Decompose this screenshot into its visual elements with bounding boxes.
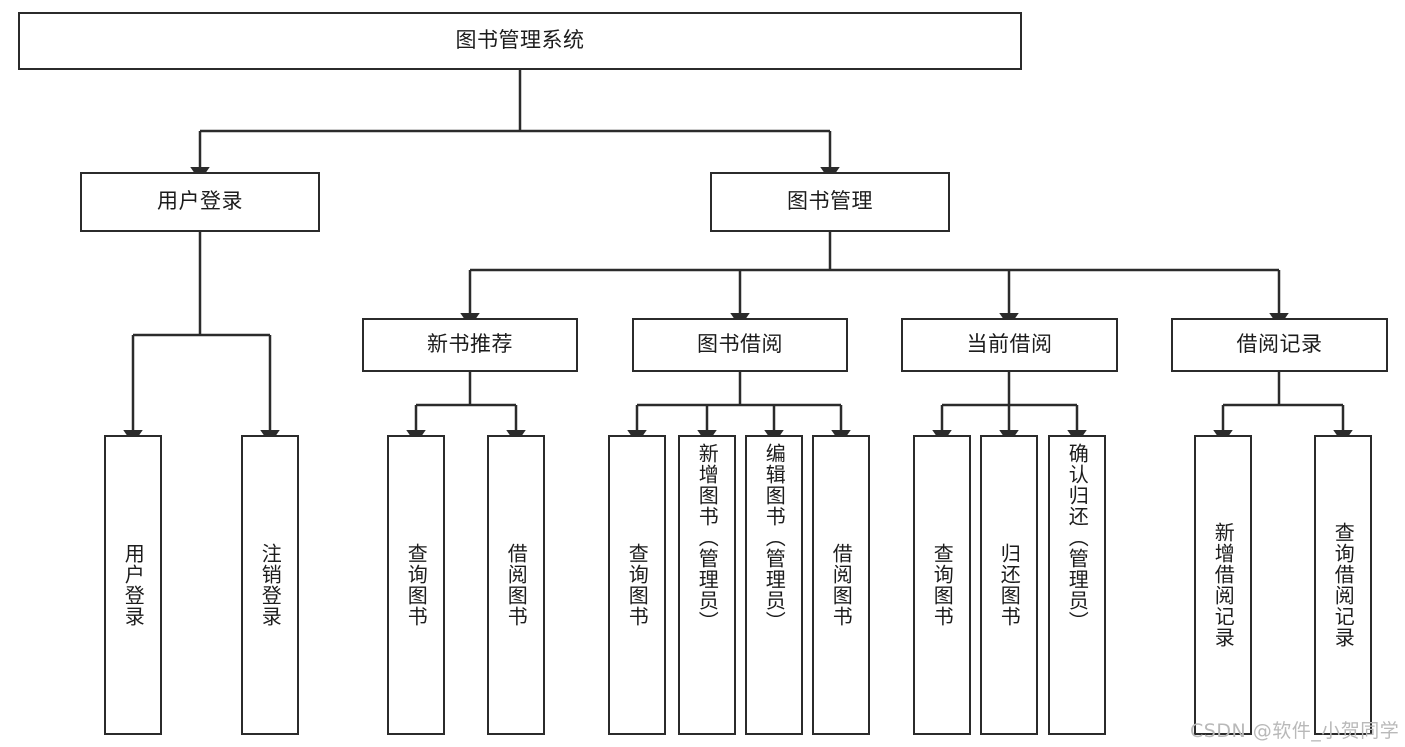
node-leaf-user-login-label: 用户登录 [121,543,146,627]
node-leaf-confirm-return-admin-label: 确认归还（管理员） [1065,443,1090,632]
node-leaf-add-borrow-record[interactable]: 新增借阅记录 [1194,435,1252,735]
node-leaf-query-book-cur[interactable]: 查询图书 [913,435,971,735]
node-leaf-add-borrow-record-label: 新增借阅记录 [1211,522,1236,648]
node-leaf-edit-book-admin[interactable]: 编辑图书（管理员） [745,435,803,735]
node-leaf-borrow-book-rec[interactable]: 借阅图书 [487,435,545,735]
node-leaf-query-borrow-record[interactable]: 查询借阅记录 [1314,435,1372,735]
connector-lines [123,70,1353,444]
node-leaf-return-book-label: 归还图书 [997,543,1022,627]
node-leaf-user-login[interactable]: 用户登录 [104,435,162,735]
node-leaf-confirm-return-admin[interactable]: 确认归还（管理员） [1048,435,1106,735]
node-book-management-label: 图书管理 [787,189,873,214]
node-leaf-query-book-rec[interactable]: 查询图书 [387,435,445,735]
node-leaf-query-book-cur-label: 查询图书 [930,543,955,627]
node-borrow-record[interactable]: 借阅记录 [1171,318,1388,372]
node-new-book-recommend[interactable]: 新书推荐 [362,318,578,372]
node-system-title[interactable]: 图书管理系统 [18,12,1022,70]
node-leaf-query-book-rec-label: 查询图书 [404,543,429,627]
node-leaf-query-borrow-record-label: 查询借阅记录 [1331,522,1356,648]
node-leaf-return-book[interactable]: 归还图书 [980,435,1038,735]
node-leaf-query-book-label: 查询图书 [625,543,650,627]
node-book-borrow-label: 图书借阅 [697,332,783,357]
node-leaf-user-logout[interactable]: 注销登录 [241,435,299,735]
node-leaf-query-book[interactable]: 查询图书 [608,435,666,735]
node-book-management[interactable]: 图书管理 [710,172,950,232]
node-new-book-recommend-label: 新书推荐 [427,332,513,357]
node-leaf-add-book-admin[interactable]: 新增图书（管理员） [678,435,736,735]
node-current-borrow[interactable]: 当前借阅 [901,318,1118,372]
node-current-borrow-label: 当前借阅 [966,332,1053,357]
node-book-borrow[interactable]: 图书借阅 [632,318,848,372]
node-user-login-label: 用户登录 [157,189,243,214]
node-system-title-label: 图书管理系统 [455,28,585,53]
node-leaf-borrow-book-rec-label: 借阅图书 [504,543,529,627]
node-user-login[interactable]: 用户登录 [80,172,320,232]
node-leaf-edit-book-admin-label: 编辑图书（管理员） [762,443,787,632]
node-leaf-borrow-book[interactable]: 借阅图书 [812,435,870,735]
node-leaf-borrow-book-label: 借阅图书 [829,543,854,627]
node-borrow-record-label: 借阅记录 [1236,332,1323,357]
node-leaf-add-book-admin-label: 新增图书（管理员） [695,443,720,632]
node-leaf-user-logout-label: 注销登录 [258,543,283,627]
